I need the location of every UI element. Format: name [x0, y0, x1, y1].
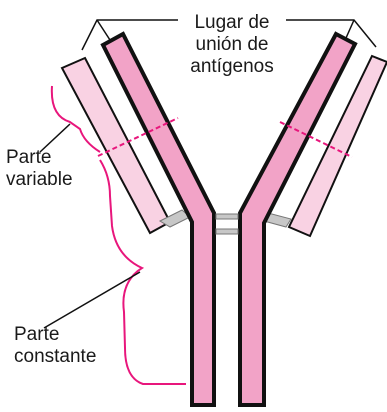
variable-label-line-1: Parte	[6, 147, 51, 168]
binding-site-label-line-2: unión de	[196, 34, 269, 55]
binding-site-label-line-1: Lugar de	[194, 12, 269, 33]
constant-label-line-2: constante	[14, 346, 96, 367]
variable-label-line-2: variable	[6, 169, 73, 190]
constant-leader	[44, 272, 140, 328]
binding-site-label-line-3: antígenos	[190, 56, 273, 77]
binding-site-tick-left	[97, 20, 110, 40]
constant-label-line-1: Parte	[14, 324, 59, 345]
binding-site-tick-right	[346, 20, 354, 38]
hinge-bond-lower	[216, 229, 238, 234]
hinge-bond-upper	[216, 214, 238, 219]
